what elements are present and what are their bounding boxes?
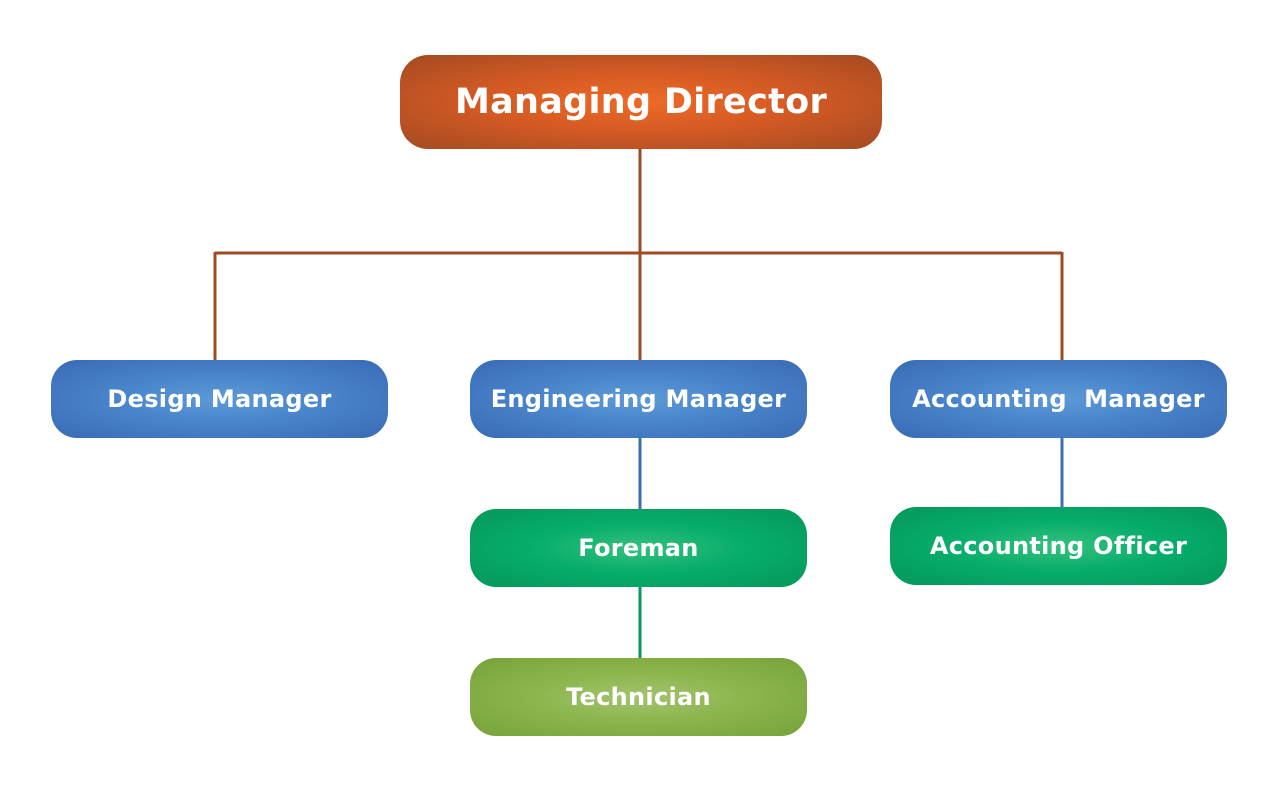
node-foreman: Foreman	[470, 509, 807, 587]
node-managing-director: Managing Director	[400, 55, 882, 149]
node-engineering-manager: Engineering Manager	[470, 360, 807, 438]
node-technician: Technician	[470, 658, 807, 736]
node-accounting-officer: Accounting Officer	[890, 507, 1227, 585]
node-design-manager: Design Manager	[51, 360, 388, 438]
node-accounting-manager: Accounting Manager	[890, 360, 1227, 438]
